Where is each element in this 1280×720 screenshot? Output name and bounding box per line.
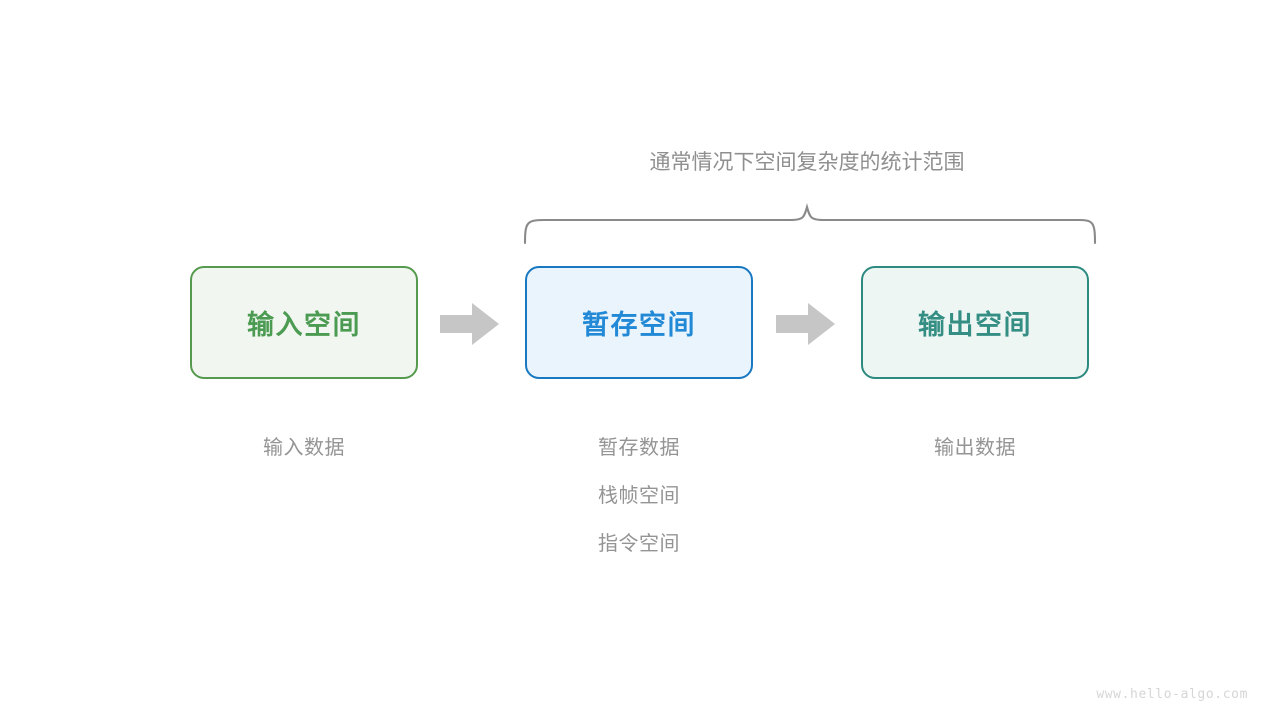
arrow-right-icon <box>776 303 835 345</box>
range-caption-suffix: 的统计范围 <box>859 151 965 174</box>
box-output-space-label: 输出空间 <box>918 310 1032 340</box>
sublabel-item: 输入数据 <box>263 437 345 459</box>
sublabel-item: 输出数据 <box>934 437 1016 459</box>
sublabels-temp-space: 暂存数据 栈帧空间 指令空间 <box>525 424 753 568</box>
box-temp-space-label: 暂存空间 <box>582 310 696 340</box>
box-input-space-label: 输入空间 <box>247 310 361 340</box>
sublabel-item: 暂存数据 <box>598 437 680 459</box>
range-caption-prefix: 通常情况下 <box>649 151 755 174</box>
arrow-right-icon <box>440 303 499 345</box>
range-caption: 通常情况下空间复杂度的统计范围 <box>650 146 965 176</box>
sublabel-item: 栈帧空间 <box>598 485 680 507</box>
box-input-space[interactable]: 输入空间 <box>190 266 418 379</box>
box-output-space[interactable]: 输出空间 <box>861 266 1089 379</box>
sublabel-item: 指令空间 <box>598 533 680 555</box>
range-caption-emphasis: 空间复杂度 <box>754 151 860 174</box>
range-brace <box>523 203 1097 245</box>
watermark: www.hello-algo.com <box>1096 687 1248 702</box>
sublabels-output-space: 输出数据 <box>861 424 1089 472</box>
sublabels-input-space: 输入数据 <box>190 424 418 472</box>
box-temp-space[interactable]: 暂存空间 <box>525 266 753 379</box>
